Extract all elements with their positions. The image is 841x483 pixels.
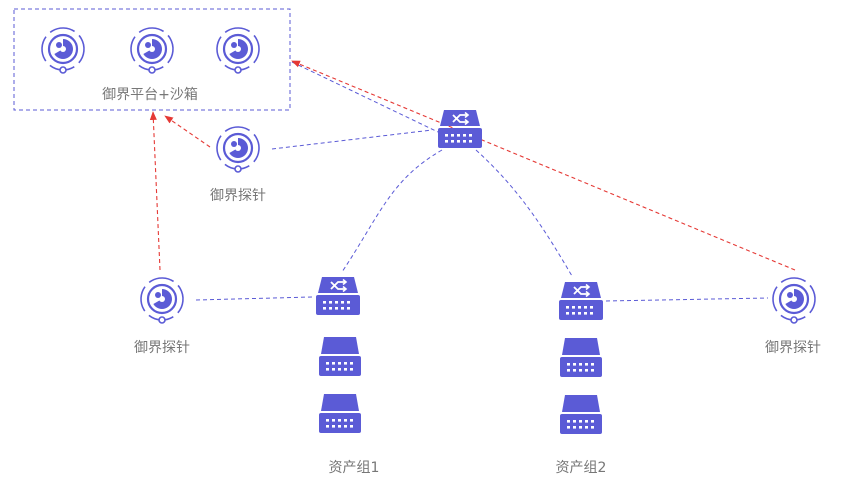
probe-right-label: 御界探针 (765, 340, 821, 356)
probe-left-icon (137, 274, 187, 324)
group1-server-icon-1 (319, 337, 361, 376)
probe-mid-icon (213, 123, 263, 173)
link-platform-core (291, 61, 439, 133)
platform-label: 御界平台+沙箱 (102, 87, 198, 103)
arrow-probe-right-to-platform (291, 60, 796, 271)
platform-probe-icon-2 (127, 24, 177, 74)
red-links (149, 60, 796, 271)
probe-mid-label: 御界探针 (210, 188, 266, 204)
arrow-probe-mid-to-platform (164, 115, 211, 148)
link-core-switch1 (341, 149, 443, 273)
arrow-probe-left-to-platform (149, 111, 161, 271)
switch1-icon (315, 276, 361, 316)
asset-group-1-label: 资产组1 (328, 460, 380, 476)
group1-server-icon-2 (319, 394, 361, 433)
blue-links (195, 61, 769, 302)
probe-right-icon (769, 274, 819, 324)
link-probe-switch1 (195, 296, 313, 301)
link-core-switch2 (475, 149, 573, 277)
platform-probe-icon-3 (213, 24, 263, 74)
link-switch2-probe (605, 297, 769, 302)
switch2-icon (558, 281, 604, 321)
group2-server-icon-1 (560, 338, 602, 377)
group2-server-icon-2 (560, 395, 602, 434)
asset-group-2-label: 资产组2 (555, 460, 607, 476)
core-switch-icon (437, 109, 483, 149)
platform-group-box (13, 8, 291, 111)
probe-left-label: 御界探针 (134, 340, 190, 356)
link-probe-core (271, 129, 433, 150)
platform-probe-icon-1 (38, 24, 88, 74)
